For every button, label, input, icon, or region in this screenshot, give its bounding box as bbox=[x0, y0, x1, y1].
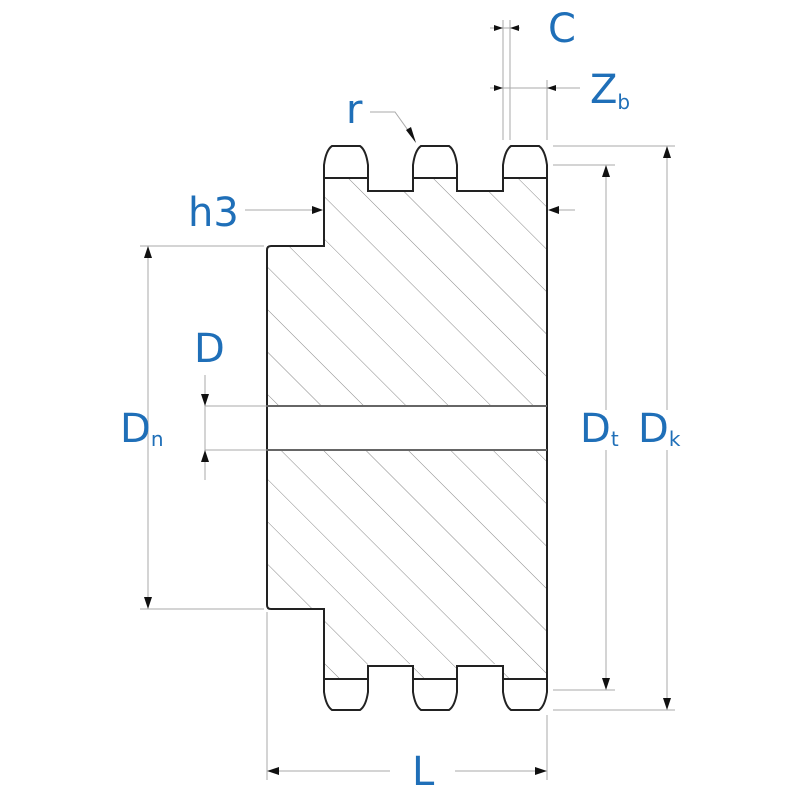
dimension-arrows bbox=[144, 25, 671, 775]
hatched-section-upper bbox=[267, 178, 547, 406]
label-d-bore: D bbox=[194, 326, 225, 372]
label-dk: Dk bbox=[638, 406, 681, 452]
label-zb: Zb bbox=[590, 67, 630, 114]
sprocket-outline bbox=[266, 145, 548, 406]
label-r: r bbox=[346, 87, 363, 133]
label-dt: Dt bbox=[580, 406, 619, 452]
label-h3: h3 bbox=[188, 190, 239, 236]
label-c: C bbox=[548, 6, 576, 52]
hatched-section-lower bbox=[267, 450, 547, 679]
bore bbox=[266, 405, 548, 451]
label-dn: Dn bbox=[120, 406, 164, 452]
label-l: L bbox=[412, 749, 435, 795]
